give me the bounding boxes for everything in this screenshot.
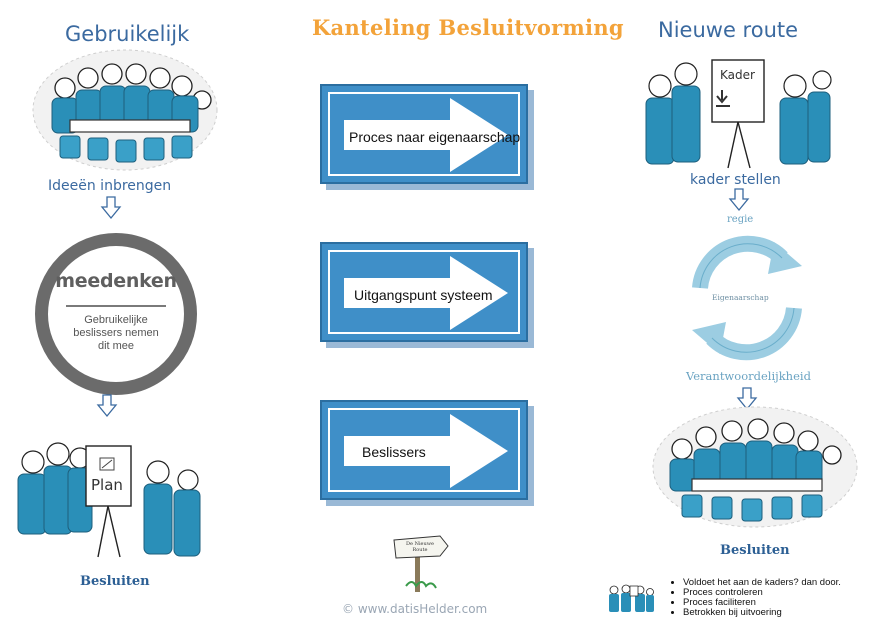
meedenken-circle: meedenken Gebruikelijke beslissers nemen… [35,233,197,395]
list-item: Proces faciliteren [683,598,880,608]
arrow-down-icon [96,394,118,418]
left-column-title: Gebruikelijk [65,22,190,46]
arrow-down-icon [728,188,750,212]
caption-ideeen-inbrengen: Ideeën inbrengen [48,178,172,194]
left-besluiten-label: Besluiten [80,574,150,589]
route-sign-3: Beslissers [320,400,528,500]
arrow-down-icon [100,196,122,220]
bullet-list: Voldoet het aan de kaders? dan door. Pro… [668,578,880,618]
main-title: Kanteling Besluitvorming [312,15,624,40]
cycle-regie-label: regie [727,214,754,225]
sign-2-label: Uitgangspunt systeem [354,287,493,303]
copyright-footer: © www.datisHelder.com [342,602,488,616]
kader-presentation-illustration: Kader [640,50,835,172]
right-arrow-icon [344,414,508,488]
plan-board-label: Plan [91,476,123,494]
sign-1-label: Proces naar eigenaarschap [349,129,521,145]
circle-text: Gebruikelijke beslissers nemen dit mee [73,314,159,352]
kader-board-label: Kader [720,68,755,82]
sign-3-label: Beslissers [362,444,426,460]
list-item: Betrokken bij uitvoering [683,608,880,618]
plan-presentation-illustration: Plan [8,432,208,572]
right-besluiten-label: Besluiten [720,543,790,558]
cycle-arrows-icon [692,235,802,361]
meeting-group-illustration [652,406,858,528]
arrow-down-icon [736,387,758,411]
right-arrow-icon [344,98,508,172]
route-sign-1: Proces naar eigenaarschap [320,84,528,184]
bullet-list-container: Voldoet het aan de kaders? dan door. Pro… [668,578,880,619]
signpost-illustration: De Nieuwe Route [388,530,450,596]
route-sign-text: De Nieuwe Route [406,541,434,553]
right-arrow-icon [344,256,508,330]
route-sign-2: Uitgangspunt systeem [320,242,528,342]
cycle-verantwoordelijkheid-label: Verantwoordelijkheid [686,369,811,383]
right-column-title: Nieuwe route [658,18,799,42]
meeting-group-illustration [32,49,218,171]
cycle-eigenaarschap-label: Eigenaarschap [712,293,769,302]
small-group-icon [609,584,654,612]
circle-title: meedenken [55,270,177,292]
list-item: Voldoet het aan de kaders? dan door. [683,578,880,588]
list-item: Proces controleren [683,588,880,598]
circle-divider [66,305,166,307]
caption-kader-stellen: kader stellen [690,172,781,188]
